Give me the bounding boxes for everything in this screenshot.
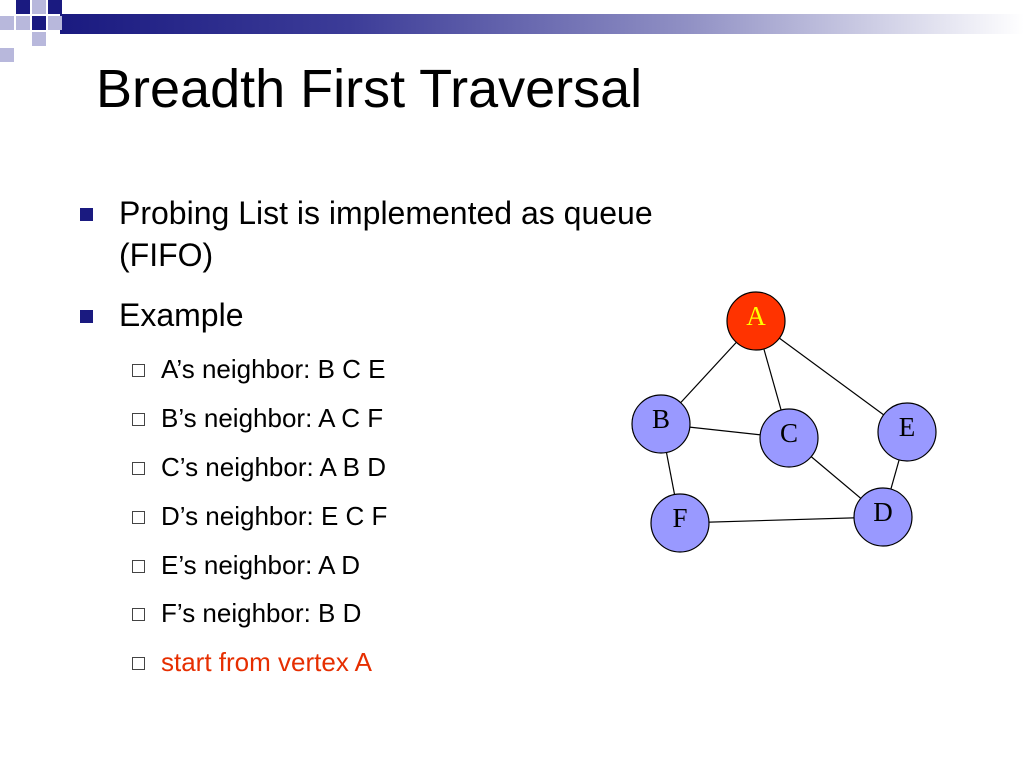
vertex-f: F: [650, 493, 710, 553]
square-bullet-icon: [80, 310, 93, 323]
vertex-label: D: [873, 497, 893, 527]
sub-bullet-text: A’s neighbor: B C E: [161, 354, 386, 384]
decor-square: [16, 16, 30, 30]
edge-a-e: [755, 320, 908, 433]
vertex-d: D: [853, 487, 913, 547]
hollow-square-bullet-icon: [132, 657, 145, 670]
bullet-line: Example: [119, 297, 244, 333]
bullet-line: Probing List is implemented as queue: [119, 195, 653, 231]
sub-bullet-text-highlighted: start from vertex A: [161, 647, 372, 677]
vertex-circle: [877, 402, 937, 462]
decor-square: [0, 16, 14, 30]
decor-square: [16, 0, 30, 14]
decor-square: [32, 0, 46, 14]
graph-vertices: A B C D E F: [631, 291, 937, 553]
sub-bullet-text: C’s neighbor: A B D: [161, 452, 386, 482]
vertex-circle: [726, 291, 786, 351]
sub-bullet-c-neighbors: C’s neighbor: A B D: [132, 451, 386, 483]
vertex-circle: [631, 394, 691, 454]
vertex-e: E: [877, 402, 937, 462]
header-bar: [60, 14, 1024, 34]
sub-bullet-start-vertex: start from vertex A: [132, 646, 372, 678]
bullet-line: (FIFO): [119, 237, 214, 273]
sub-bullet-text: E’s neighbor: A D: [161, 550, 360, 580]
slide-title: Breadth First Traversal: [96, 59, 643, 119]
sub-bullet-e-neighbors: E’s neighbor: A D: [132, 549, 360, 581]
sub-bullet-b-neighbors: B’s neighbor: A C F: [132, 402, 383, 434]
vertex-label: E: [899, 412, 916, 442]
sub-bullet-text: B’s neighbor: A C F: [161, 403, 384, 433]
hollow-square-bullet-icon: [132, 462, 145, 475]
sub-bullet-text: D’s neighbor: E C F: [161, 501, 388, 531]
vertex-circle: [650, 493, 710, 553]
hollow-square-bullet-icon: [132, 560, 145, 573]
edge-f-d: [679, 516, 884, 524]
decor-square: [48, 0, 62, 14]
hollow-square-bullet-icon: [132, 364, 145, 377]
vertex-label: C: [780, 418, 798, 448]
square-bullet-icon: [80, 208, 93, 221]
vertex-a: A: [726, 291, 786, 351]
vertex-label: A: [746, 301, 766, 331]
hollow-square-bullet-icon: [132, 413, 145, 426]
decor-square: [0, 48, 14, 62]
vertex-label: F: [672, 503, 687, 533]
decor-square: [32, 32, 46, 46]
vertex-b: B: [631, 394, 691, 454]
hollow-square-bullet-icon: [132, 511, 145, 524]
hollow-square-bullet-icon: [132, 608, 145, 621]
vertex-circle: [853, 487, 913, 547]
sub-bullet-text: F’s neighbor: B D: [161, 598, 362, 628]
decor-square: [48, 16, 62, 30]
sub-bullet-a-neighbors: A’s neighbor: B C E: [132, 353, 386, 385]
vertex-circle: [759, 408, 819, 468]
vertex-c: C: [759, 408, 819, 468]
sub-bullet-d-neighbors: D’s neighbor: E C F: [132, 500, 387, 532]
vertex-label: B: [652, 404, 670, 434]
sub-bullet-f-neighbors: F’s neighbor: B D: [132, 597, 361, 629]
decor-square: [32, 16, 46, 30]
